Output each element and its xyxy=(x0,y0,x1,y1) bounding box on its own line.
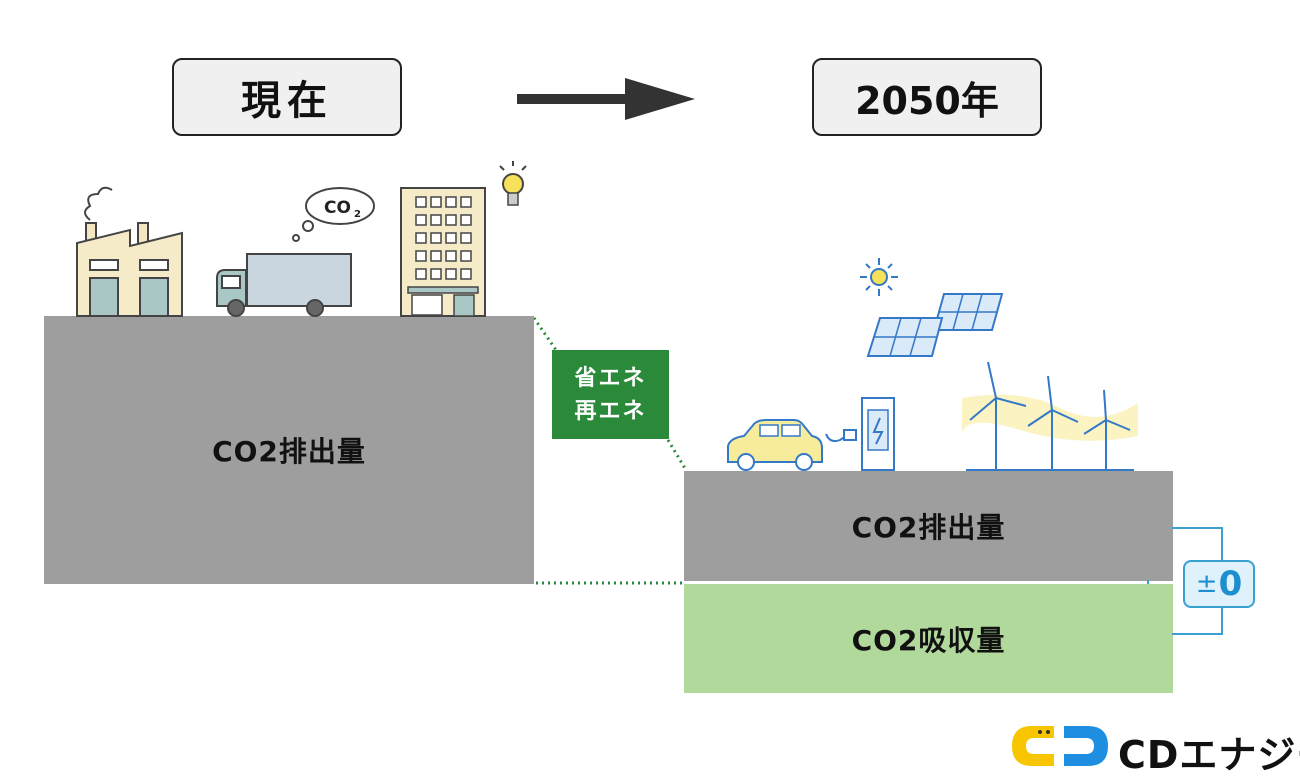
header-2050: 2050年 xyxy=(812,58,1042,136)
wind-turbine-icon xyxy=(961,361,1138,471)
balance-bracket xyxy=(1147,527,1223,635)
renewable-energy-label: 再エネ xyxy=(574,398,647,424)
charging-station-icon xyxy=(825,397,895,471)
header-now: 現在 xyxy=(172,58,402,136)
reduction-dotted-lines xyxy=(532,317,688,585)
future-co2-absorption-label: CO2吸収量 xyxy=(851,623,1006,657)
net-zero-badge: ± 0 xyxy=(1183,560,1255,608)
sun-icon xyxy=(860,258,898,296)
electric-car-icon xyxy=(727,419,823,471)
truck-icon xyxy=(216,253,352,317)
factory-icon xyxy=(76,186,183,317)
energy-saving-label: 省エネ xyxy=(574,365,647,391)
future-co2-emission-block: CO2排出量 xyxy=(684,471,1173,581)
co2-cloud-text: CO xyxy=(324,198,351,218)
future-co2-emission-label: CO2排出量 xyxy=(851,511,1006,544)
current-co2-emission-label: CO2排出量 xyxy=(212,435,366,468)
future-co2-absorption-block: CO2吸収量 xyxy=(684,584,1173,693)
solar-panel-icon xyxy=(866,293,1004,357)
co2-cloud-subscript: 2 xyxy=(354,209,361,220)
building-icon xyxy=(400,187,486,317)
light-bulb-icon xyxy=(499,161,527,206)
plus-minus-sign: ± xyxy=(1195,569,1218,599)
energy-measures-label: 省エネ 再エネ xyxy=(552,350,669,439)
cd-energy-logo-icon xyxy=(1012,726,1108,766)
current-co2-emission-block: CO2排出量 xyxy=(44,316,534,584)
transition-arrow-icon xyxy=(517,78,695,120)
cd-energy-logo-text: CDエナジー xyxy=(1118,733,1300,777)
net-zero-value: 0 xyxy=(1218,564,1243,604)
co2-cloud-icon: CO 2 xyxy=(292,187,375,242)
